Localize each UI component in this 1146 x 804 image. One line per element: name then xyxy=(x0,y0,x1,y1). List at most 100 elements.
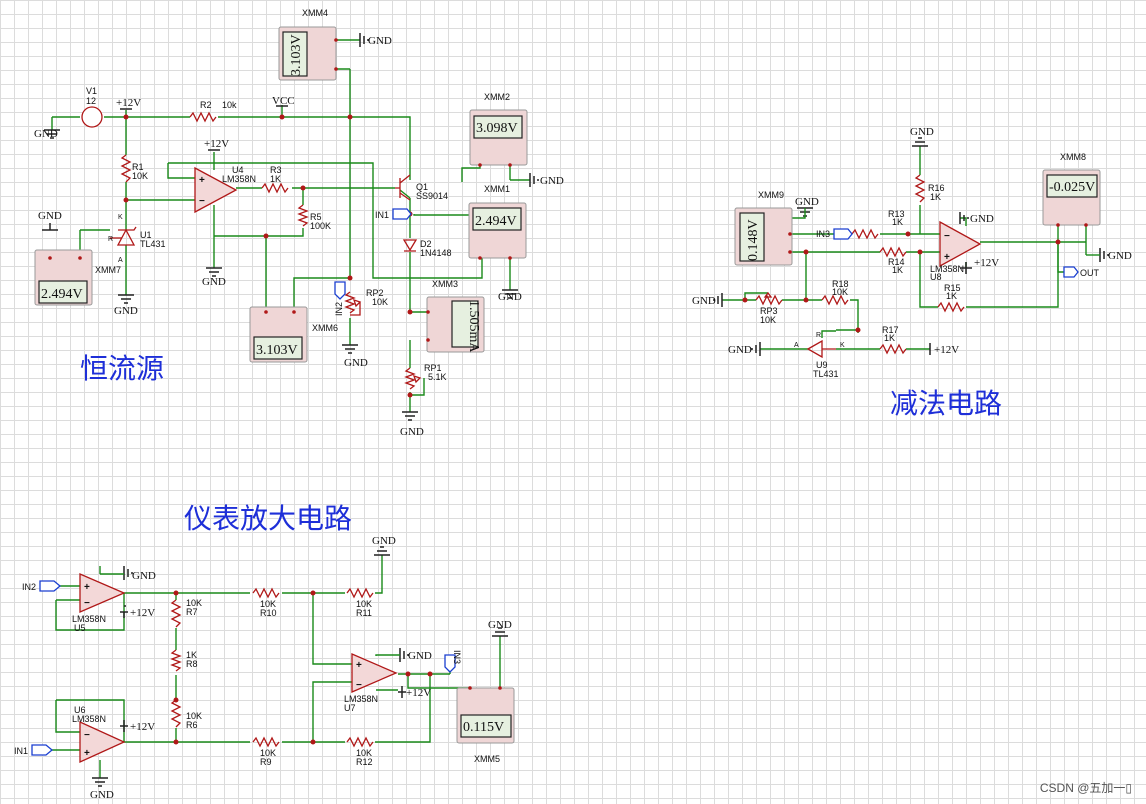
svg-text:+: + xyxy=(356,660,362,671)
gnd-label-9: GND xyxy=(540,175,564,187)
r15-val: 1K xyxy=(946,291,957,301)
constant-current-circuit: V1 12 R2 10k R1 10K R3 1K R5 100K RP1 5.… xyxy=(34,33,564,438)
u1-ref: U1 xyxy=(140,230,152,240)
opamp-u6-icon xyxy=(79,720,126,764)
svg-text:−: − xyxy=(84,730,90,741)
gnd-icon xyxy=(713,293,723,307)
rp2-val: 10K xyxy=(372,297,388,307)
resistor-r17-icon xyxy=(879,343,907,355)
subtractor-circuit: − + LM358N U8 R13 1K R14 1K R15 1K R16 1… xyxy=(692,126,1132,379)
pwr-12v-2: +12V xyxy=(204,138,229,150)
gnd-label-20: GND xyxy=(488,619,512,631)
resistor-r2-icon xyxy=(189,111,217,123)
gnd-icon xyxy=(44,129,60,139)
r7-ref: R7 xyxy=(186,607,198,617)
resistor-r11-icon xyxy=(346,587,374,599)
resistor-r6-icon xyxy=(170,699,182,728)
gnd-label-5: GND xyxy=(344,357,368,369)
xmm4-name: XMM4 xyxy=(302,8,328,18)
resistor-r1-icon xyxy=(120,154,132,183)
xmm9-value: 0.148V xyxy=(746,219,761,261)
gnd-label-11: GND xyxy=(970,213,994,225)
resistor-r13-icon xyxy=(851,228,879,240)
port-in2-label: IN2 xyxy=(334,302,344,316)
xmm7-name: XMM7 xyxy=(95,265,121,275)
diode-d2-icon xyxy=(402,239,418,252)
gnd-icon xyxy=(399,648,409,662)
r8-val: 1K xyxy=(186,650,197,660)
gnd-label-12: GND xyxy=(692,295,716,307)
instrument-amp-circuit: + − LM358N U5 − + U6 LM358N + − LM358N U… xyxy=(14,535,512,801)
svg-text:+: + xyxy=(199,175,205,186)
gnd-icon xyxy=(118,294,134,304)
xmm1-value: 2.494V xyxy=(475,214,517,229)
r7-val: 10K xyxy=(186,598,202,608)
u9-val: TL431 xyxy=(813,369,839,379)
svg-text:−: − xyxy=(84,598,90,609)
gnd-label-8: GND xyxy=(368,35,392,47)
u1-pin-k: K xyxy=(118,214,123,221)
gnd-icon xyxy=(402,411,418,421)
gnd-icon xyxy=(529,173,539,187)
gnd-label-3: GND xyxy=(114,305,138,317)
gnd-icon xyxy=(206,267,222,277)
meter-xmm3: 1.505mA XMM3 xyxy=(426,279,485,353)
u9-ref: U9 xyxy=(816,360,828,370)
opamp-u5-icon xyxy=(79,573,126,613)
resistor-rp2-icon xyxy=(344,291,356,314)
meter-xmm5: 0.115V XMM5 xyxy=(456,687,515,764)
gnd-label-14: GND xyxy=(1108,250,1132,262)
r3-ref: R3 xyxy=(270,165,282,175)
meter-xmm9: 0.148V XMM9 xyxy=(734,190,793,266)
r18-ref: R18 xyxy=(832,279,849,289)
gnd-label-16: GND xyxy=(132,570,156,582)
pwr-12v-ia-3: +12V xyxy=(406,687,431,699)
r14-val: 1K xyxy=(892,265,903,275)
port-in3-b xyxy=(444,654,456,673)
meter-xmm6: 3.103V XMM6 xyxy=(249,306,338,363)
r12-ref: R12 xyxy=(356,757,373,767)
transistor-q1-icon xyxy=(395,174,411,201)
svg-text:−: − xyxy=(944,231,950,242)
v1-val: 12 xyxy=(86,96,96,106)
gnd-icon xyxy=(374,546,390,556)
gnd-icon xyxy=(912,137,928,147)
xmm2-value: 3.098V xyxy=(476,121,518,136)
pwr-12v-sub-1: +12V xyxy=(974,257,999,269)
r17-val: 1K xyxy=(884,333,895,343)
gnd-icon xyxy=(123,566,133,580)
svg-text:+: + xyxy=(944,252,950,263)
gnd-label-17: GND xyxy=(90,789,114,801)
title-subtractor: 减法电路 xyxy=(890,387,1002,420)
xmm7-value: 2.494V xyxy=(41,287,83,302)
u8-val: LM358N xyxy=(930,264,964,274)
rp2-ref: RP2 xyxy=(366,288,384,298)
xmm8-value: -0.025V xyxy=(1049,180,1095,195)
d2-val: 1N4148 xyxy=(420,248,452,258)
v1-ref: V1 xyxy=(86,86,97,96)
u5-ref: U5 xyxy=(74,623,86,633)
q1-ref: Q1 xyxy=(416,182,428,192)
gnd-label-4: GND xyxy=(38,210,62,222)
port-out xyxy=(1063,266,1079,278)
gnd-label-1: GND xyxy=(34,128,58,140)
gnd-icon xyxy=(751,342,761,356)
svg-text:−: − xyxy=(199,196,205,207)
gnd-icon xyxy=(1099,248,1109,262)
u1-pin-r: R xyxy=(108,236,113,243)
resistor-rp3-icon xyxy=(755,294,783,306)
gnd-icon xyxy=(492,627,508,637)
resistor-r18-icon xyxy=(821,294,849,306)
gnd-label-18: GND xyxy=(372,535,396,547)
tl431-u9-icon xyxy=(806,339,836,359)
r16-ref: R16 xyxy=(928,183,945,193)
port-in2-b-label: IN2 xyxy=(22,582,36,592)
meter-xmm4: 3.103V XMM4 xyxy=(278,8,337,81)
r10-val: 10K xyxy=(260,599,276,609)
pwr-12v-sub-2: +12V xyxy=(934,344,959,356)
r11-ref: R11 xyxy=(356,608,372,618)
title-instrument-amp: 仪表放大电路 xyxy=(184,502,352,535)
gnd-icon xyxy=(502,289,518,299)
r1-ref: R1 xyxy=(132,162,144,172)
xmm3-value: 1.505mA xyxy=(466,300,481,353)
